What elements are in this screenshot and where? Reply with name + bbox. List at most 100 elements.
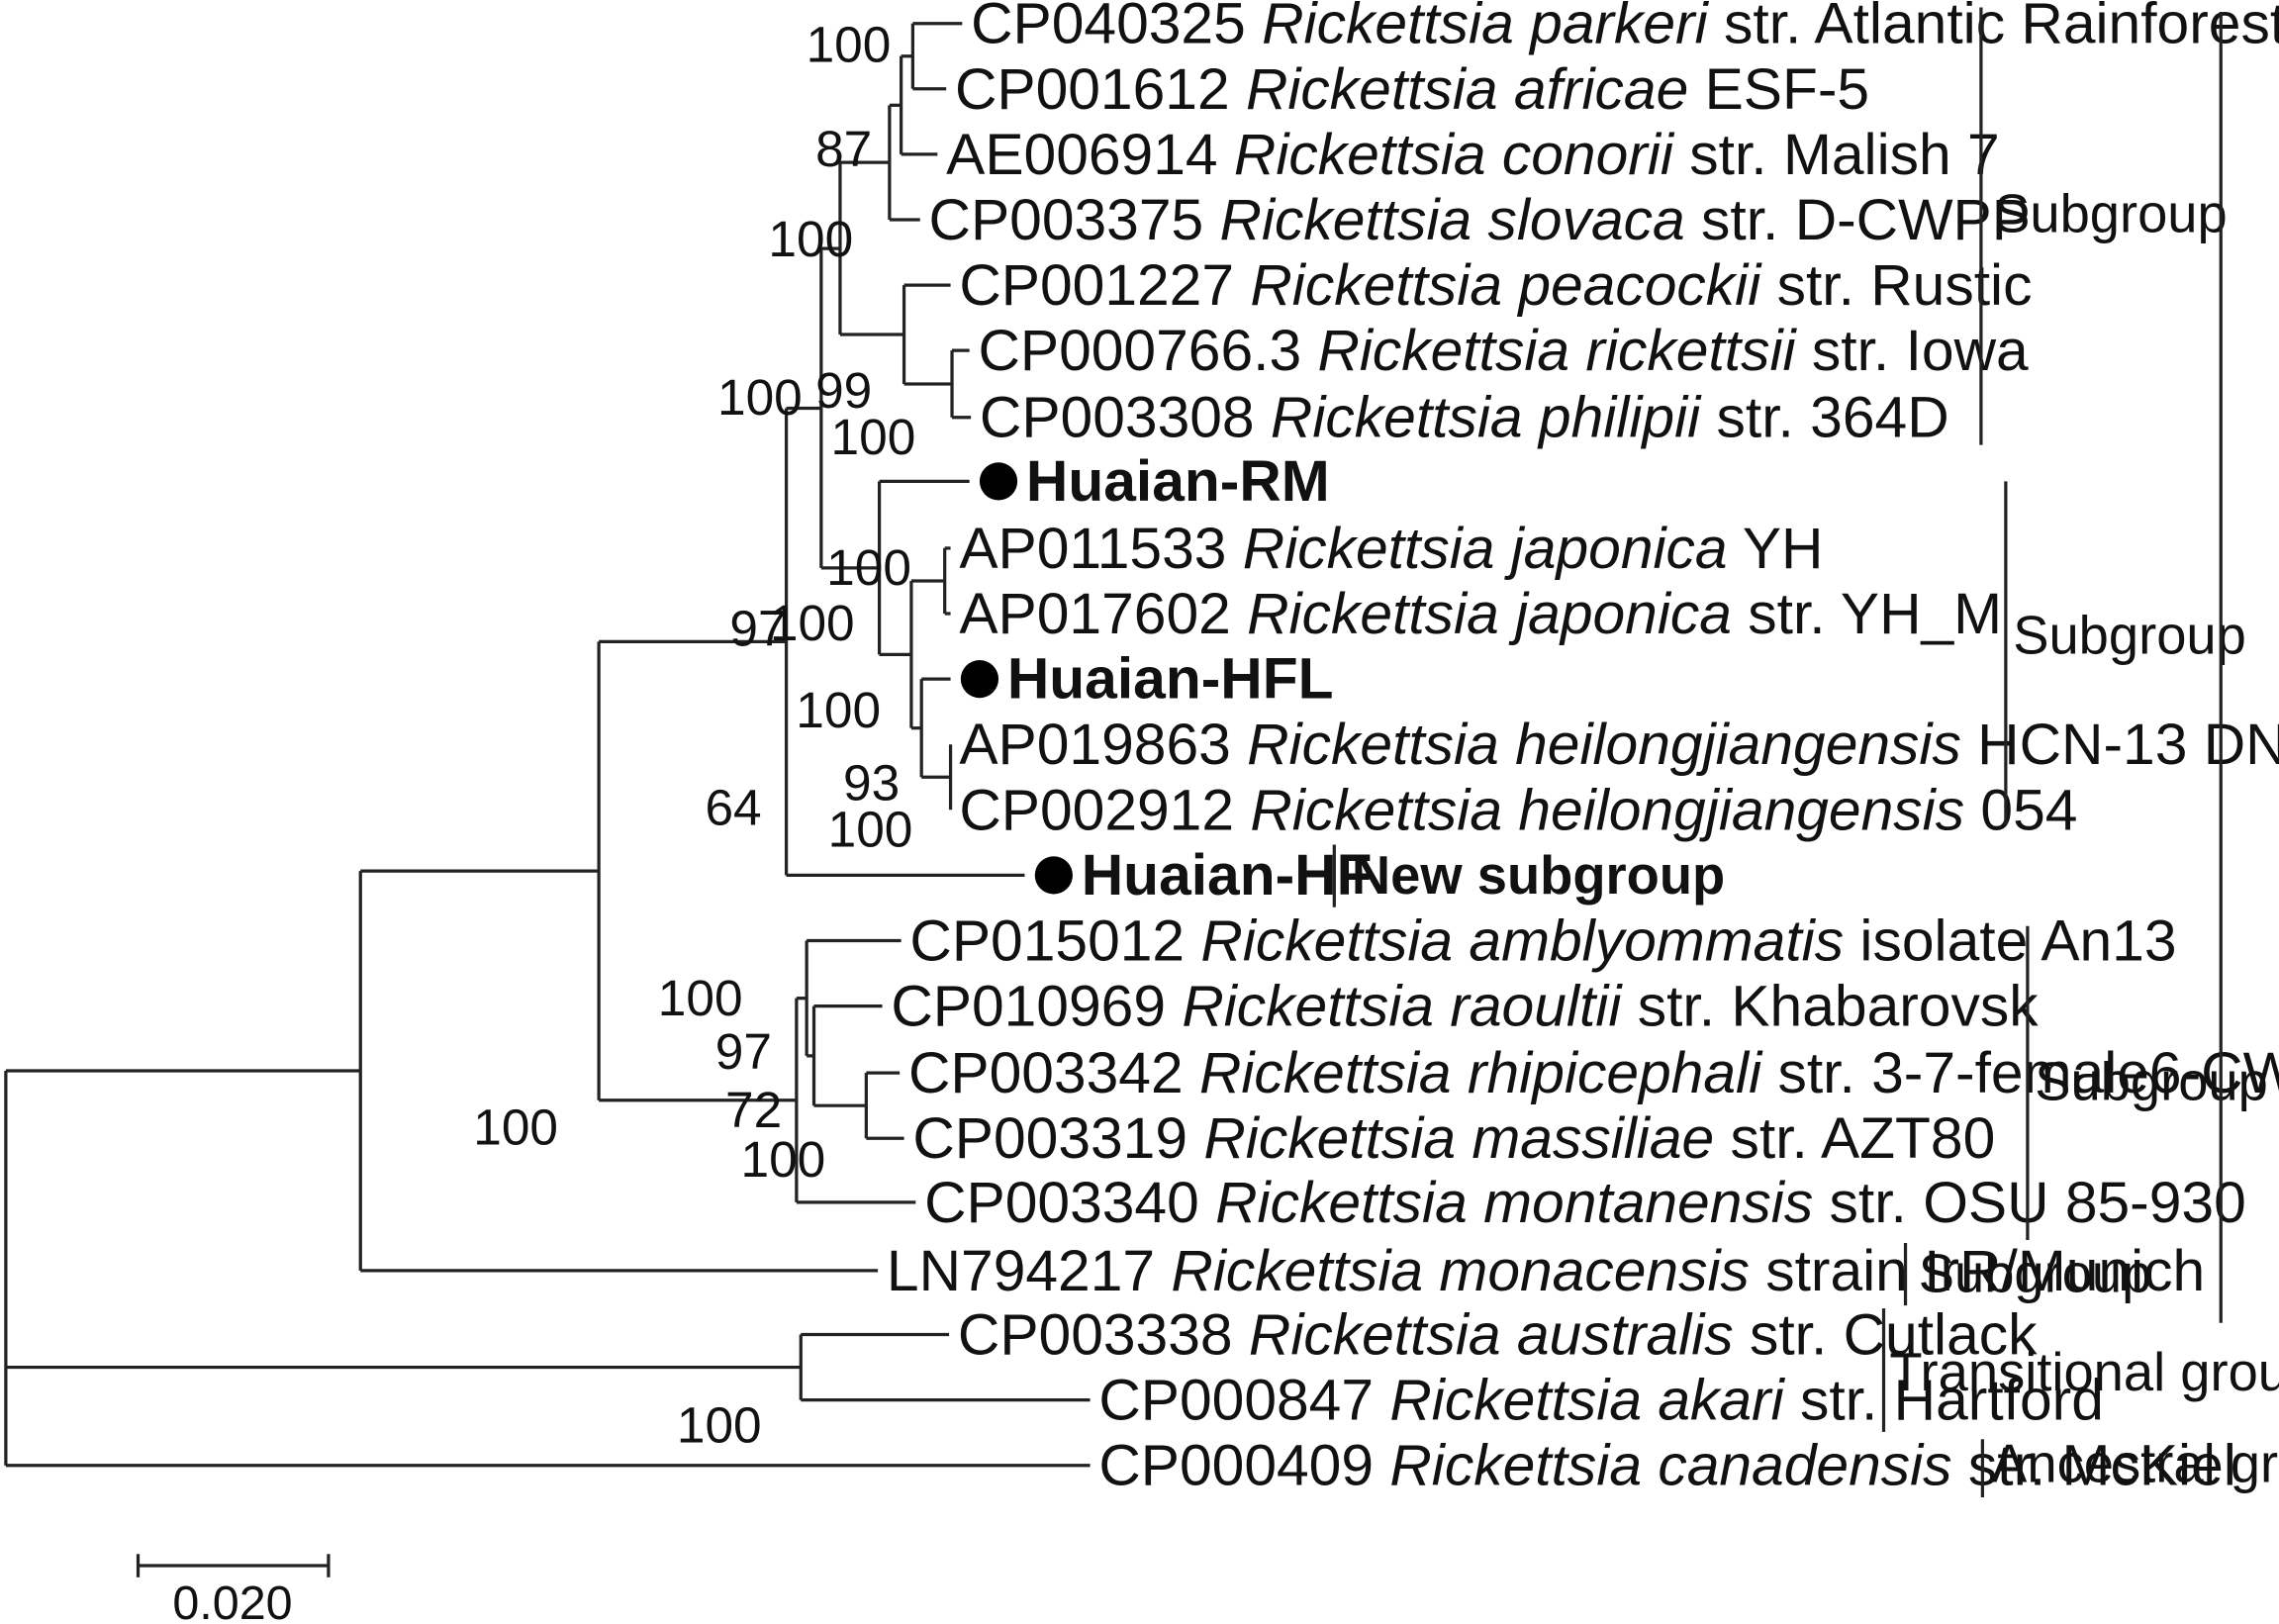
species-name: Rickettsia parkeri xyxy=(1262,0,1709,55)
species-name: Rickettsia heilongjiangensis xyxy=(1250,778,1964,842)
bootstrap-value: 100 xyxy=(831,408,916,465)
taxon-label-l22: CP000409 Rickettsia canadensis str. McKi… xyxy=(1098,1433,2235,1497)
accession: CP003342 xyxy=(908,1041,1199,1105)
species-name: Rickettsia australis xyxy=(1249,1302,1734,1367)
strain: str. OSU 85-930 xyxy=(1813,1170,2246,1234)
strain: str. YH_M xyxy=(1732,582,2002,646)
accession: CP000766.3 xyxy=(978,319,1317,383)
species-name: Rickettsia japonica xyxy=(1243,516,1728,580)
taxon-label-l21: CP000847 Rickettsia akari str. Hartford xyxy=(1098,1368,2104,1432)
bootstrap-value: 100 xyxy=(768,210,853,267)
taxon-label-l6: CP003308 Rickettsia philipii str. 364D xyxy=(980,385,1949,449)
taxon-label-l17: CP003319 Rickettsia massiliae str. AZT80 xyxy=(912,1106,1995,1171)
accession: CP040325 xyxy=(971,0,1262,55)
bootstrap-value: 100 xyxy=(828,800,913,857)
sample-marker-icon xyxy=(979,462,1018,501)
strain: str. Atlantic Rainforest xyxy=(1708,0,2279,55)
accession: CP003319 xyxy=(912,1106,1203,1171)
taxon-label-l5: CP000766.3 Rickettsia rickettsii str. Io… xyxy=(978,319,2029,383)
taxon-label-l10: Huaian-HFL xyxy=(960,647,1334,712)
taxon-label-l7: Huaian-RM xyxy=(979,449,1330,514)
taxon-label-l4: CP001227 Rickettsia peacockii str. Rusti… xyxy=(959,253,2032,318)
accession: AP017602 xyxy=(959,582,1247,646)
taxon-label-l12: CP002912 Rickettsia heilongjiangensis 05… xyxy=(959,778,2077,842)
species-name: Rickettsia rhipicephali xyxy=(1199,1041,1763,1105)
taxon-label-l0: CP040325 Rickettsia parkeri str. Atlanti… xyxy=(971,0,2279,55)
taxon-label-l13: Huaian-HF xyxy=(1034,843,1373,908)
sample-marker-icon xyxy=(1034,856,1073,895)
strain: str. Khabarovsk xyxy=(1621,974,2039,1038)
bootstrap-value: 100 xyxy=(717,368,803,426)
group-label: Transitional group xyxy=(1889,1342,2279,1402)
group-label: Ancestral group xyxy=(1991,1434,2279,1494)
bootstrap-value: 100 xyxy=(826,538,911,596)
species-name: Rickettsia akari xyxy=(1389,1368,1785,1432)
accession: CP015012 xyxy=(909,908,1200,973)
strain: strain IrR/Munich xyxy=(1750,1238,2205,1302)
scale-bar: 0.020 xyxy=(136,1554,331,1624)
species-name: Rickettsia amblyommatis xyxy=(1200,908,1844,973)
taxon-label-l15: CP010969 Rickettsia raoultii str. Khabar… xyxy=(891,974,2039,1038)
bootstrap-value: 97 xyxy=(715,1022,772,1080)
taxon-label-l19: LN794217 Rickettsia monacensis strain Ir… xyxy=(887,1238,2205,1302)
accession: CP000847 xyxy=(1098,1368,1389,1432)
sample-name: Huaian-HF xyxy=(1082,843,1373,908)
taxon-label-l11: AP019863 Rickettsia heilongjiangensis HC… xyxy=(959,713,2279,777)
species-name: Rickettsia conorii xyxy=(1234,122,1675,186)
bootstrap-value: 99 xyxy=(815,361,872,419)
taxon-label-l14: CP015012 Rickettsia amblyommatis isolate… xyxy=(909,908,2176,973)
accession: AE006914 xyxy=(946,122,1234,186)
sample-name: Huaian-HFL xyxy=(1007,647,1334,712)
bootstrap-value: 100 xyxy=(658,969,743,1026)
species-name: Rickettsia japonica xyxy=(1247,582,1732,646)
bootstrap-value: 97 xyxy=(729,600,786,657)
strain: str. Cutlack xyxy=(1734,1302,2039,1367)
taxon-label-l8: AP011533 Rickettsia japonica YH xyxy=(959,516,1823,580)
strain: str. D-CWPP xyxy=(1685,187,2031,251)
bootstrap-value: 100 xyxy=(741,1130,826,1188)
strain: str. Iowa xyxy=(1796,319,2029,383)
accession: LN794217 xyxy=(887,1238,1171,1302)
accession: CP001227 xyxy=(959,253,1250,318)
strain: str. Malish 7 xyxy=(1673,122,2000,186)
bootstrap-value: 87 xyxy=(815,120,872,177)
species-name: Rickettsia africae xyxy=(1246,56,1688,121)
species-name: Rickettsia peacockii xyxy=(1250,253,1762,318)
accession: CP001612 xyxy=(955,56,1246,121)
strain: str. 3-7-female6-CWPP xyxy=(1761,1041,2279,1105)
sample-name: Huaian-RM xyxy=(1026,449,1330,514)
strain: ESF-5 xyxy=(1688,56,1869,121)
strain: HCN-13 DNA xyxy=(1961,713,2279,777)
strain: str. Hartford xyxy=(1784,1368,2104,1432)
taxon-label-l18: CP003340 Rickettsia montanensis str. OSU… xyxy=(924,1170,2246,1234)
bootstrap-value: 64 xyxy=(705,778,761,835)
taxon-label-l16: CP003342 Rickettsia rhipicephali str. 3-… xyxy=(908,1041,2279,1105)
species-name: Rickettsia raoultii xyxy=(1182,974,1623,1038)
group-label: New subgroup xyxy=(1352,845,1725,906)
accession: CP003338 xyxy=(958,1302,1249,1367)
bootstrap-value: 100 xyxy=(807,15,892,72)
bootstrap-value: 100 xyxy=(473,1098,558,1155)
species-name: Rickettsia massiliae xyxy=(1203,1106,1714,1171)
accession: CP000409 xyxy=(1098,1433,1389,1497)
accession: CP010969 xyxy=(891,974,1182,1038)
taxon-label-l2: AE006914 Rickettsia conorii str. Malish … xyxy=(946,122,2000,186)
species-name: Rickettsia philipii xyxy=(1271,385,1702,449)
bootstrap-value: 72 xyxy=(725,1081,782,1138)
species-name: Rickettsia slovaca xyxy=(1220,187,1685,251)
taxon-label-l3: CP003375 Rickettsia slovaca str. D-CWPP xyxy=(929,187,2031,251)
accession: CP003375 xyxy=(929,187,1220,251)
species-name: Rickettsia monacensis xyxy=(1171,1238,1749,1302)
bootstrap-value: 100 xyxy=(770,594,855,651)
taxon-label-l9: AP017602 Rickettsia japonica str. YH_M xyxy=(959,582,2002,646)
sample-marker-icon xyxy=(960,660,999,699)
accession: CP002912 xyxy=(959,778,1250,842)
bootstrap-value: 100 xyxy=(796,681,881,738)
group-label: Subgroup xyxy=(1994,184,2228,244)
strain: str. McKiel xyxy=(1952,1433,2236,1497)
species-name: Rickettsia heilongjiangensis xyxy=(1247,713,1961,777)
bootstrap-value: 93 xyxy=(843,753,900,811)
accession: CP003340 xyxy=(924,1170,1215,1234)
